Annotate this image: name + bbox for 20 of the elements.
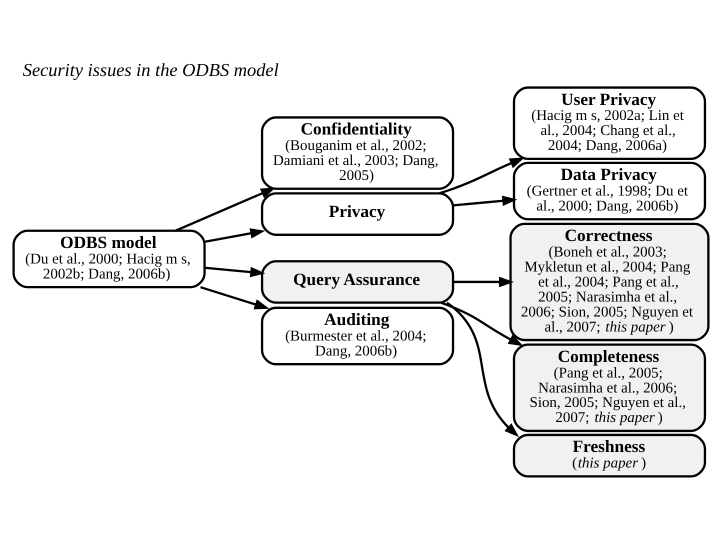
diagram-title: Security issues in the ODBS model (22, 59, 278, 80)
arrow (438, 157, 524, 194)
arrow (174, 187, 276, 232)
node-box: Freshness (this paper) (512, 433, 706, 477)
node-box: Correctness (Boneh et al., 2003; Mykletun et al., 2004; Pang et al., 2004; Pang et al., 2005; Narasimha et al., 2006; Sion, 2005; Nguyen et al., 2007; this paper) (508, 222, 710, 341)
arrow (452, 195, 517, 206)
arrow (200, 286, 269, 309)
node-box: Confidentiality (Bouganim et al., 2002; Damiani et al., 2003; Dang, 2005) (260, 116, 454, 190)
arrow (452, 276, 514, 287)
node-box: Privacy (260, 192, 454, 236)
arrow (204, 228, 265, 242)
arrow (440, 301, 523, 346)
node-box: Data Privacy (Gertner et al., 1998; Du et al., 2000; Dang, 2006b) (512, 161, 706, 220)
node-box: ODBS model (Du et al., 2000; Hacig m s, 2002b; Dang, 2006b) (12, 229, 206, 288)
node-box: Auditing (Burmester et al., 2004; Dang, 2006b) (260, 306, 454, 365)
arrow (446, 301, 519, 437)
node-box: Query Assurance (260, 260, 454, 304)
node-box: Completeness (Pang et al., 2005; Narasimha et al., 2006; Sion, 2005; Nguyen et al., 2007; this paper) (512, 343, 706, 432)
node-box: User Privacy (Hacig m s, 2002a; Lin et al., 2004; Chang et al., 2004; Dang, 2006a) (512, 86, 706, 160)
arrow (204, 266, 265, 277)
